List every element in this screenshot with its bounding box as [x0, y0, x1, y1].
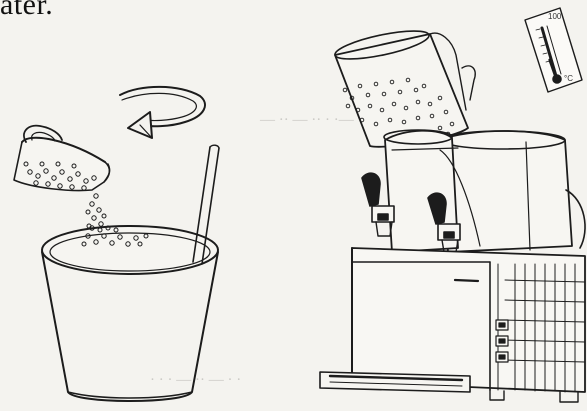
drip-tray — [319, 371, 471, 393]
dispense-handle-right — [427, 192, 461, 253]
bleed-through-text-1: — ·· — ·· · ·— — [260, 112, 354, 128]
thermometer-icon — [524, 7, 583, 93]
pouring-cup-icon — [13, 124, 111, 235]
pouring-container-icon — [334, 30, 476, 148]
dispense-handle-left — [361, 172, 395, 237]
slush-machine — [319, 129, 586, 403]
thermometer-unit-label: °C — [564, 74, 573, 83]
control-switches — [495, 319, 509, 363]
vent-grill — [504, 263, 586, 393]
thermometer-scale-label: 100 — [548, 12, 562, 21]
bucket-icon — [41, 225, 219, 402]
cropped-instruction-text: ater. — [0, 0, 54, 21]
stirring-stick-icon — [192, 144, 220, 265]
bleed-through-text-3: · · · — ·· — · · — [150, 372, 242, 388]
stir-arrow-icon — [119, 85, 206, 139]
